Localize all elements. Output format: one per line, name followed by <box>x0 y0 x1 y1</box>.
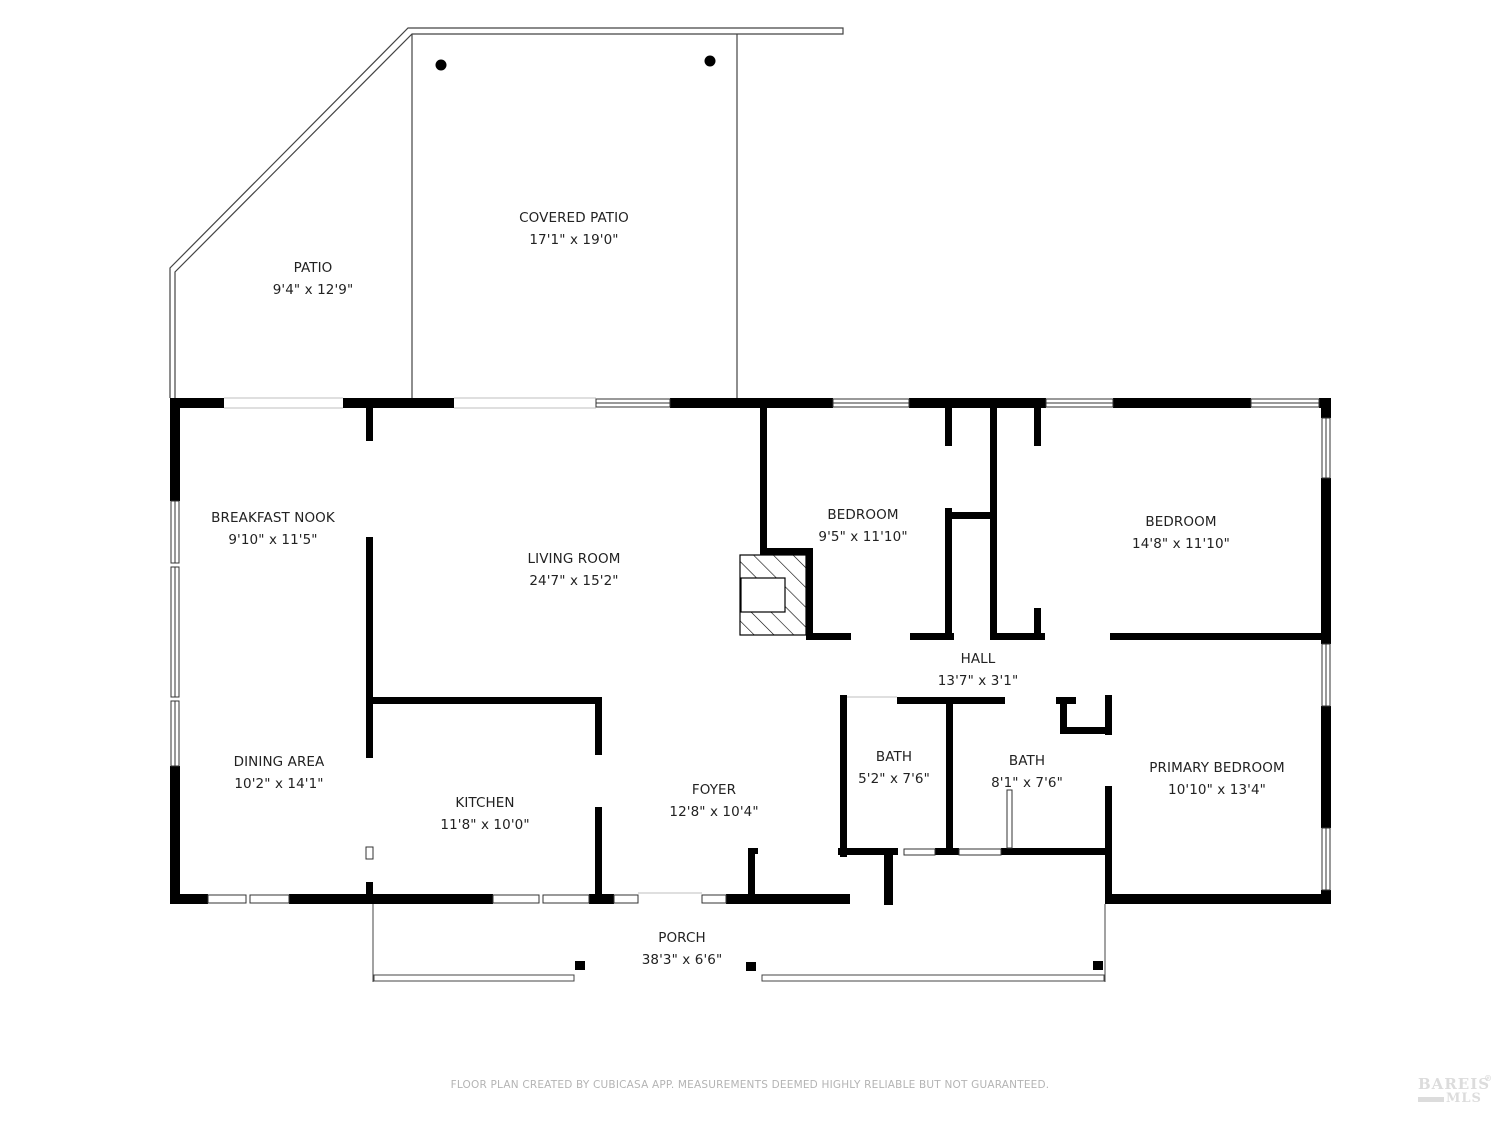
room-name: BEDROOM <box>1145 514 1217 530</box>
exterior-walls <box>170 398 1331 904</box>
room-label-bath-2: BATH 8'1" x 7'6" <box>991 750 1063 794</box>
room-dimensions: 9'10" x 11'5" <box>228 532 318 548</box>
room-name: BEDROOM <box>827 507 899 523</box>
room-name: PATIO <box>293 260 333 276</box>
room-name: PORCH <box>658 930 706 946</box>
room-dimensions: 10'2" x 14'1" <box>234 776 324 792</box>
room-dimensions: 13'7" x 3'1" <box>937 673 1019 689</box>
room-label-kitchen: KITCHEN 11'8" x 10'0" <box>440 792 529 836</box>
interior-walls <box>365 408 1331 905</box>
room-label-porch: PORCH 38'3" x 6'6" <box>642 927 723 971</box>
room-name: BATH <box>1008 753 1046 769</box>
room-name: BATH <box>875 749 913 765</box>
fireplace <box>739 554 807 636</box>
room-name: LIVING ROOM <box>527 551 621 567</box>
disclaimer-note: FLOOR PLAN CREATED BY CUBICASA APP. MEAS… <box>450 1079 1050 1091</box>
room-label-covered-patio: COVERED PATIO 17'1" x 19'0" <box>519 207 629 251</box>
room-name: KITCHEN <box>455 795 515 811</box>
bareis-mls-logo: BAREIS MLS ® <box>1418 1073 1494 1115</box>
room-dimensions: 11'8" x 10'0" <box>440 817 530 833</box>
room-label-bath-1: BATH 5'2" x 7'6" <box>858 746 930 790</box>
room-name: HALL <box>960 651 996 667</box>
room-name: BREAKFAST NOOK <box>211 510 335 526</box>
room-dimensions: 5'2" x 7'6" <box>858 771 930 787</box>
room-dimensions: 8'1" x 7'6" <box>991 775 1063 791</box>
patio-column-1 <box>435 59 447 71</box>
windows <box>170 398 1331 904</box>
brand-line-2: MLS <box>1446 1091 1482 1106</box>
room-label-primary-bedroom: PRIMARY BEDROOM 10'10" x 13'4" <box>1149 757 1284 801</box>
room-label-dining-area: DINING AREA 10'2" x 14'1" <box>234 751 325 795</box>
room-dimensions: 9'5" x 11'10" <box>818 529 908 545</box>
room-label-patio: PATIO 9'4" x 12'9" <box>273 257 354 301</box>
openings <box>224 397 897 894</box>
room-name: DINING AREA <box>233 754 325 770</box>
registered-icon: ® <box>1484 1073 1492 1083</box>
room-dimensions: 24'7" x 15'2" <box>529 573 619 589</box>
room-dimensions: 9'4" x 12'9" <box>272 282 354 298</box>
room-name: PRIMARY BEDROOM <box>1149 760 1285 776</box>
room-dimensions: 12'8" x 10'4" <box>669 804 759 820</box>
room-name: FOYER <box>691 782 737 798</box>
room-dimensions: 14'8" x 11'10" <box>1132 536 1230 552</box>
porch-outline <box>372 904 1106 982</box>
room-dimensions: 38'3" x 6'6" <box>641 952 723 968</box>
room-label-hall: HALL 13'7" x 3'1" <box>938 648 1019 692</box>
room-label-living-room: LIVING ROOM 24'7" x 15'2" <box>528 548 621 592</box>
porch-columns <box>575 961 1103 971</box>
room-name: COVERED PATIO <box>519 210 629 226</box>
room-label-breakfast-nook: BREAKFAST NOOK 9'10" x 11'5" <box>211 507 335 551</box>
room-dimensions: 10'10" x 13'4" <box>1168 782 1266 798</box>
room-label-foyer: FOYER 12'8" x 10'4" <box>669 779 758 823</box>
room-dimensions: 17'1" x 19'0" <box>529 232 619 248</box>
room-label-bedroom-2: BEDROOM 14'8" x 11'10" <box>1132 511 1230 555</box>
brand-bar <box>1418 1097 1444 1102</box>
room-label-bedroom-1: BEDROOM 9'5" x 11'10" <box>818 504 907 548</box>
brand-line-1: BAREIS <box>1418 1075 1491 1093</box>
patio-column-2 <box>704 55 716 67</box>
patio-outline <box>169 27 844 398</box>
